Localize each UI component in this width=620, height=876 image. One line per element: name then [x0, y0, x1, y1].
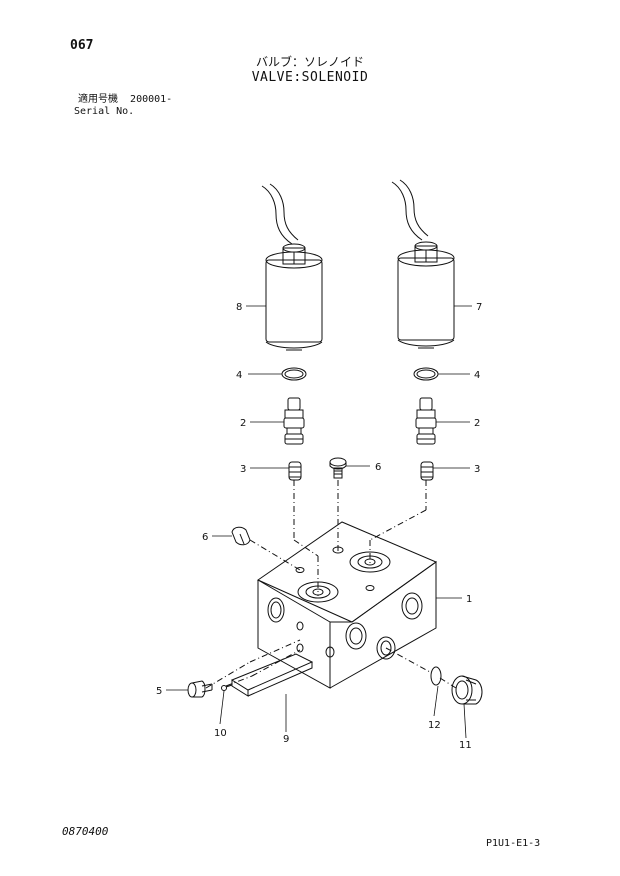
title-english: VALVE:SOLENOID	[251, 70, 369, 85]
callout-7: 7	[476, 302, 482, 313]
callout-5: 5	[156, 686, 162, 697]
callout-3-left: 3	[240, 464, 246, 475]
callout-2-left: 2	[240, 418, 246, 429]
callout-3-right: 3	[474, 464, 480, 475]
plug-side-right	[451, 675, 483, 705]
solenoid-coil-left	[261, 183, 323, 351]
serial-label-jp-text: 適用号機	[78, 94, 118, 105]
pin	[221, 684, 233, 691]
callout-10: 10	[214, 728, 227, 739]
leader-lines	[166, 305, 472, 739]
assembly-lines	[205, 480, 457, 689]
serial-label-japanese: 適用号機 200001-	[78, 94, 172, 106]
plate	[230, 653, 314, 697]
page-code: P1U1-E1-3	[486, 838, 541, 849]
callout-9: 9	[283, 734, 289, 745]
plug-top-center	[329, 457, 347, 479]
spring-left	[288, 461, 302, 481]
screw	[187, 680, 213, 698]
serial-label-english: Serial No.	[74, 106, 135, 117]
valve-body	[256, 521, 438, 689]
document-number: 0870400	[62, 825, 109, 838]
callout-6-center: 6	[375, 462, 381, 473]
o-ring-left	[281, 367, 307, 381]
page-number: 067	[70, 38, 94, 53]
o-ring-side	[430, 666, 442, 686]
callout-12: 12	[428, 720, 441, 731]
valve-cartridge-left	[283, 397, 305, 445]
spring-right	[420, 461, 434, 481]
callout-4-left: 4	[236, 370, 242, 381]
valve-cartridge-right	[415, 397, 437, 445]
callout-4-right: 4	[474, 370, 480, 381]
o-ring-right	[413, 367, 439, 381]
callout-8: 8	[236, 302, 242, 313]
plug-side-left	[231, 526, 251, 546]
callout-6-left: 6	[202, 532, 208, 543]
solenoid-coil-right	[391, 179, 455, 349]
serial-value: 200001-	[130, 94, 173, 105]
callout-11: 11	[459, 740, 472, 751]
callout-2-right: 2	[474, 418, 480, 429]
title-japanese: バルブ：ソレノイド	[255, 55, 364, 69]
callout-1: 1	[466, 594, 472, 605]
